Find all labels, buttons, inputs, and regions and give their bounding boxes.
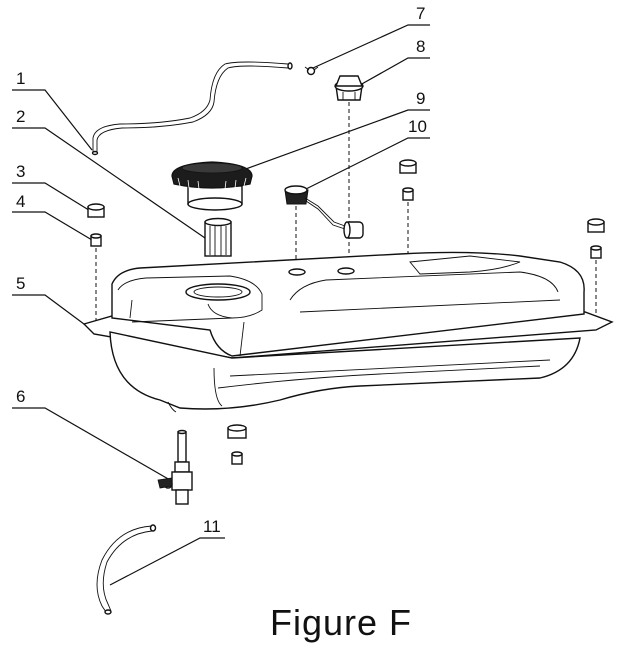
vent-hose: [91, 61, 293, 156]
hose-clip: [304, 66, 319, 76]
fuel-tank: [82, 251, 614, 413]
fuel-gauge-float: [284, 185, 364, 239]
leader-2: [12, 127, 206, 239]
fuel-hose: [96, 524, 157, 615]
vent-cap: [334, 75, 364, 101]
leader-11: [109, 537, 225, 586]
callout-2: 2: [16, 107, 25, 126]
callout-9: 9: [416, 89, 425, 108]
leader-3: [12, 182, 93, 213]
figure-caption: Figure F: [270, 602, 412, 643]
leader-7: [312, 24, 430, 69]
callout-leaders: [12, 24, 430, 586]
callout-3: 3: [16, 162, 25, 181]
callout-7: 7: [416, 4, 425, 23]
leader-1: [12, 89, 93, 151]
callout-8: 8: [416, 37, 425, 56]
callout-10: 10: [408, 117, 427, 136]
fuel-filter-strainer: [204, 217, 232, 257]
callout-numbers: 1 2 3 4 5 6 7 8 9 10 11: [16, 4, 427, 536]
callout-11: 11: [203, 517, 221, 536]
callout-5: 5: [16, 274, 25, 293]
callout-1: 1: [16, 69, 25, 88]
leader-8: [359, 57, 430, 86]
leader-9: [242, 109, 430, 171]
leader-5: [12, 294, 89, 328]
rubber-grommet-left: [87, 203, 105, 218]
callout-6: 6: [16, 387, 25, 406]
callout-4: 4: [16, 192, 25, 211]
bushing-left: [90, 233, 102, 247]
fuel-cap: [171, 161, 253, 211]
leader-6: [12, 407, 171, 481]
leader-4: [12, 211, 93, 241]
fuel-valve: [157, 429, 193, 505]
rubber-grommet-bottom: [227, 424, 247, 465]
leader-10: [299, 137, 430, 193]
rubber-grommet-right-front: [587, 218, 605, 259]
rubber-grommet-right-rear: [399, 159, 417, 201]
